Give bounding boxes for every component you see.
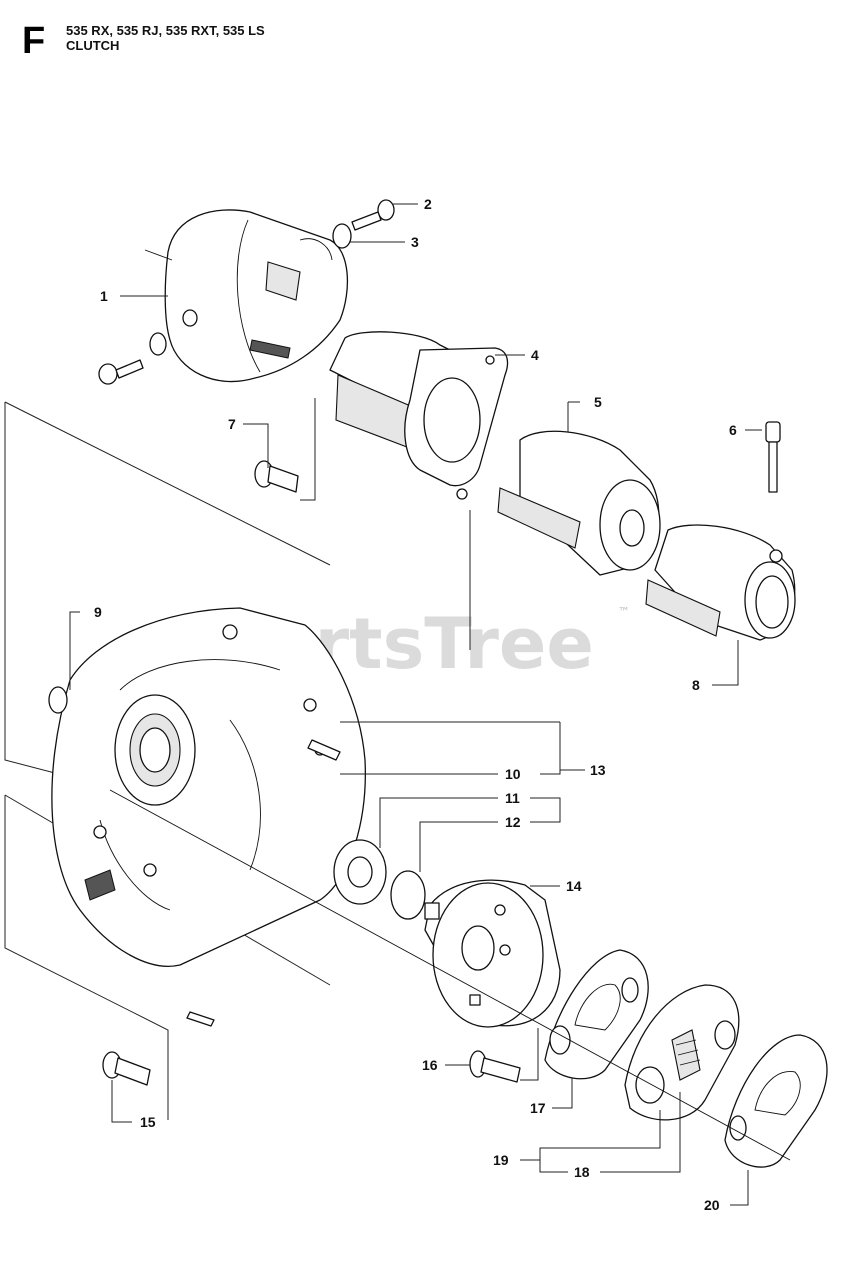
- part-16-bolt[interactable]: [469, 1050, 521, 1083]
- leader-lines: [69, 203, 762, 1206]
- callout-7: 7: [228, 416, 236, 432]
- callout-18: 18: [574, 1164, 590, 1180]
- watermark-trademark: ™: [618, 605, 630, 619]
- part-12-circlip[interactable]: [390, 870, 426, 920]
- part-1-clutch-cover[interactable]: [144, 209, 349, 383]
- part-10-pin[interactable]: [307, 739, 341, 761]
- section-title: CLUTCH: [66, 38, 120, 53]
- callout-16: 16: [422, 1057, 438, 1073]
- part-8-clamp[interactable]: [645, 524, 796, 641]
- part-7-bolt[interactable]: [254, 460, 299, 493]
- callout-5: 5: [594, 394, 602, 410]
- callout-6: 6: [729, 422, 737, 438]
- callout-15: 15: [140, 1114, 156, 1130]
- model-list: 535 RX, 535 RJ, 535 RXT, 535 LS: [66, 23, 265, 38]
- part-11-bearing[interactable]: [333, 839, 387, 905]
- callout-3: 3: [411, 234, 419, 250]
- callout-17: 17: [530, 1100, 546, 1116]
- callout-8: 8: [692, 677, 700, 693]
- part-5-drum-sleeve[interactable]: [497, 430, 661, 576]
- callout-11: 11: [505, 790, 520, 806]
- crankcase-housing[interactable]: [51, 607, 366, 967]
- callout-1: 1: [100, 288, 108, 304]
- part-20-washer-plate[interactable]: [724, 1034, 828, 1168]
- part-14-clutch-drum[interactable]: [424, 879, 561, 1028]
- cover-screw-left[interactable]: [98, 332, 167, 385]
- part-15-bolt[interactable]: [102, 1051, 151, 1086]
- part-2-screw[interactable]: [351, 199, 395, 231]
- callout-2: 2: [424, 196, 432, 212]
- callout-20: 20: [704, 1197, 720, 1213]
- callout-19: 19: [493, 1152, 509, 1168]
- section-letter: F: [22, 20, 46, 62]
- part-9-circlip[interactable]: [48, 686, 68, 714]
- callout-12: 12: [505, 814, 521, 830]
- center-axis-line: [109, 789, 791, 1161]
- dowel-pin-lower[interactable]: [186, 1011, 215, 1027]
- callout-4: 4: [531, 347, 539, 363]
- part-4-clutch-housing[interactable]: [329, 331, 509, 500]
- callout-10: 10: [505, 766, 521, 782]
- part-3-o-ring[interactable]: [332, 223, 352, 249]
- part-6-screw[interactable]: [765, 421, 781, 493]
- callout-13: 13: [590, 762, 606, 778]
- callout-14: 14: [566, 878, 582, 894]
- part-17-washer-plate[interactable]: [544, 949, 649, 1080]
- callout-9: 9: [94, 604, 102, 620]
